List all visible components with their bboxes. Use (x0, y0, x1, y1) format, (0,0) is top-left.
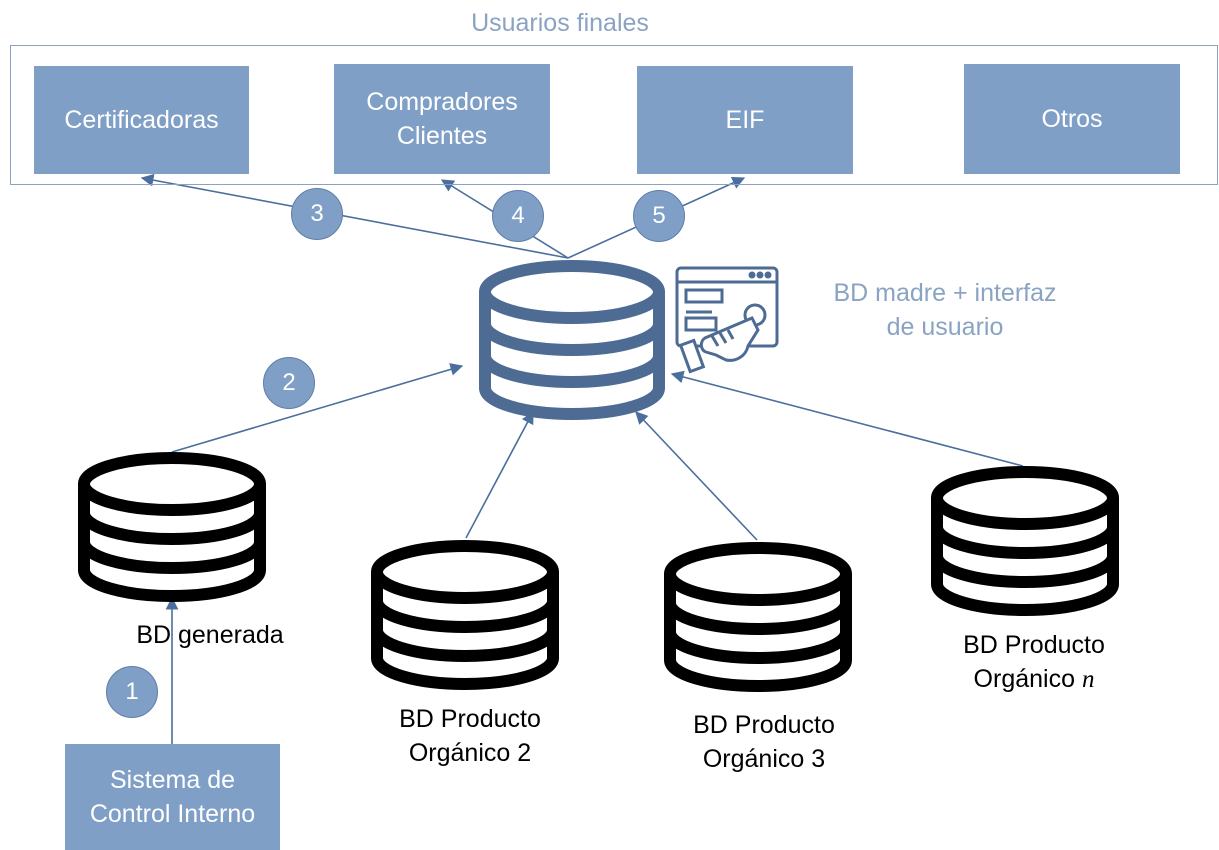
box-certificadoras: Certificadoras (34, 66, 249, 174)
user-interface-icon (675, 266, 779, 374)
arrow-p2-to-mother (465, 410, 534, 539)
end-users-title: Usuarios finales (471, 9, 649, 37)
box-compradores-clientes: Compradores Clientes (334, 64, 550, 174)
db-product-3-line1: BD Producto (693, 711, 835, 739)
db-product-3-line2: Orgánico 3 (702, 745, 826, 773)
arrow-generated-to-mother (171, 363, 464, 453)
db-generated-label: BD generada (136, 621, 284, 649)
mother-db-label: BD madre + interfaz de usuario (800, 276, 1090, 344)
arrow-pn-to-mother (670, 370, 1024, 467)
db-product-n-variable: n (1081, 666, 1095, 693)
db-product-n-line2: Orgánico n (924, 662, 1144, 697)
box-otros: Otros (964, 64, 1180, 174)
db-product-2-line2: Orgánico 2 (408, 739, 532, 767)
box-compradores-line1: Compradores (366, 88, 518, 116)
box-compradores-line2: Clientes (396, 122, 488, 150)
step-5-circle: 5 (633, 190, 685, 242)
source-line1: Sistema de (109, 766, 236, 794)
box-eif: EIF (637, 66, 853, 174)
db-product-2-icon (371, 540, 559, 690)
mother-db-label-line2: de usuario (886, 313, 1004, 341)
db-generated-icon (78, 452, 266, 602)
source-line2: Control Interno (89, 800, 256, 828)
db-product-3-icon (664, 542, 852, 692)
arrows-to-mother-db (165, 363, 1024, 744)
db-product-n-label: BD Producto Orgánico n (924, 628, 1144, 697)
mother-db-label-line1: BD madre + interfaz (833, 279, 1057, 307)
db-product-2-line1: BD Producto (399, 705, 541, 733)
step-3-circle: 3 (291, 188, 343, 240)
mother-db-icon (479, 260, 665, 420)
step-2-circle: 2 (263, 357, 315, 409)
step-4-circle: 4 (492, 190, 544, 242)
box-sistema-control-interno: Sistema de Control Interno (65, 744, 280, 850)
db-product-3-label: BD Producto Orgánico 3 (654, 708, 874, 776)
db-product-2-label: BD Producto Orgánico 2 (360, 702, 580, 770)
db-product-n-icon (931, 466, 1119, 616)
arrow-to-certificadoras (140, 173, 569, 259)
db-product-n-line1: BD Producto (963, 631, 1105, 659)
arrow-p3-to-mother (635, 411, 758, 541)
end-users-frame (10, 45, 1218, 185)
step-1-circle: 1 (106, 666, 158, 718)
db-product-n-word: Orgánico (973, 665, 1075, 693)
